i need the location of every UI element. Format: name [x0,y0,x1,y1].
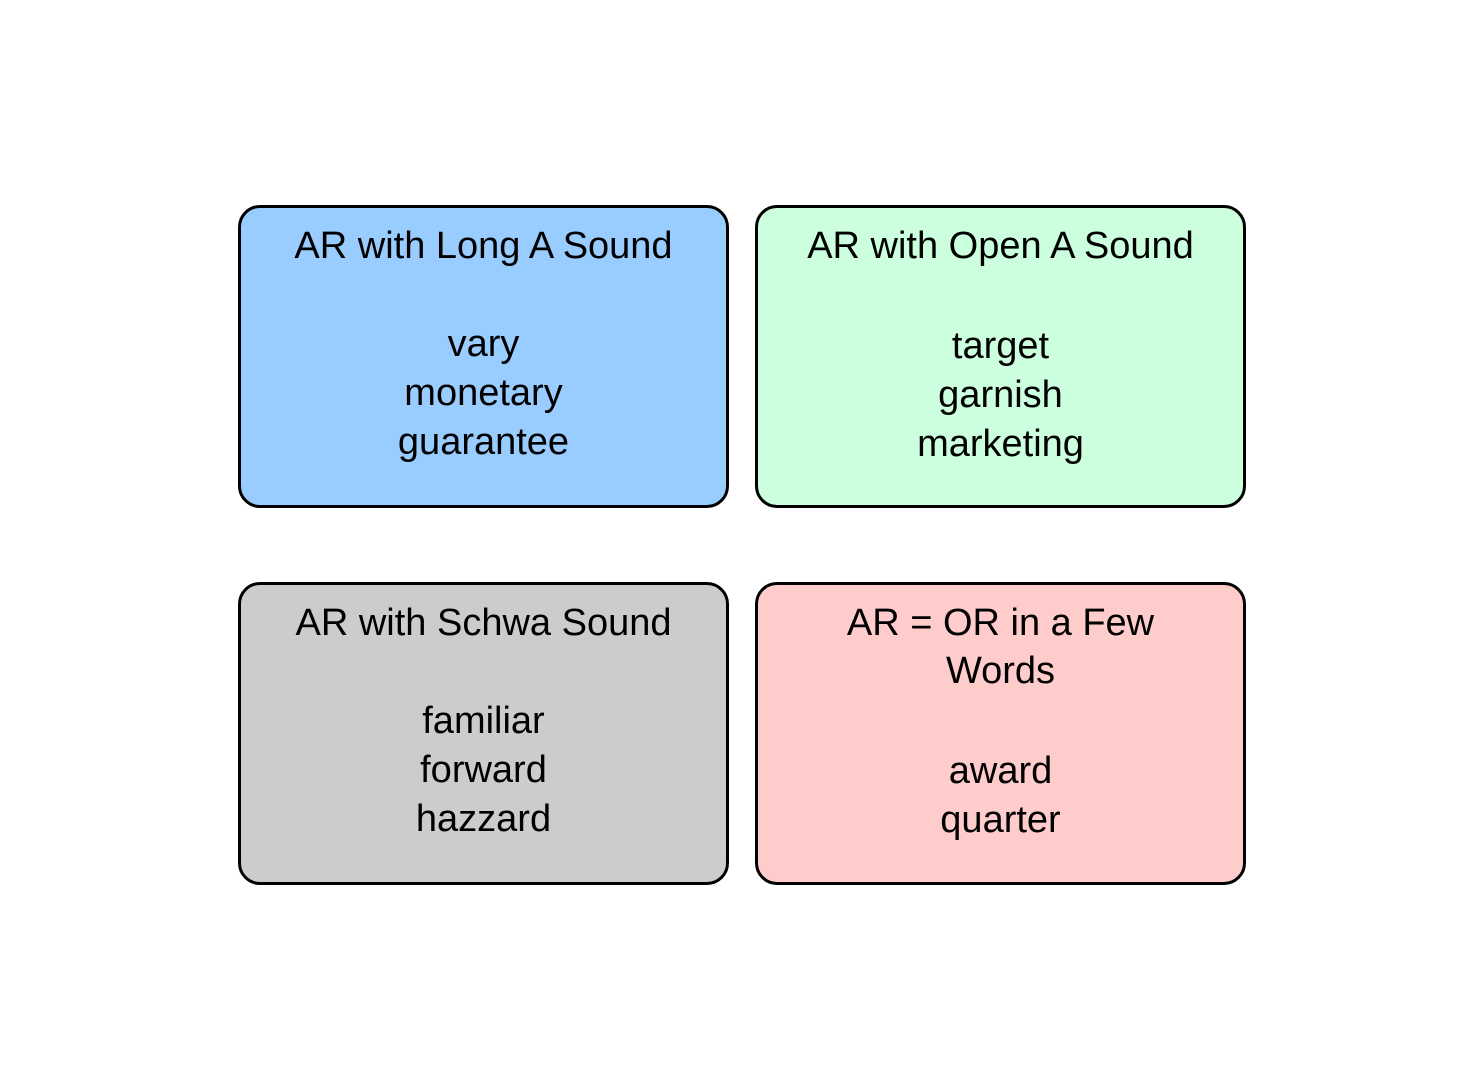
card-title: AR with Open A Sound [807,225,1194,267]
category-card-open-a-sound[interactable]: AR with Open A Sound target garnish mark… [755,205,1246,508]
card-word: marketing [917,423,1084,465]
card-word: monetary [404,372,563,414]
card-title: AR with Long A Sound [294,225,673,267]
card-title: AR = OR in a Few Words [846,602,1155,692]
category-card-schwa-sound[interactable]: AR with Schwa Sound familiar forward haz… [238,582,729,885]
card-word: quarter [940,799,1061,841]
card-word: target [951,325,1050,367]
card-word: vary [447,323,520,365]
card-word: familiar [422,700,545,742]
card-title: AR with Schwa Sound [295,602,672,644]
card-word-list: vary monetary guarantee [398,320,569,467]
card-word: guarantee [397,421,570,463]
card-word-list: familiar forward hazzard [416,697,551,844]
card-word-list: target garnish marketing [917,322,1084,469]
category-card-ar-equals-or[interactable]: AR = OR in a Few Words award quarter [755,582,1246,885]
card-word: garnish [938,374,1063,416]
card-word: hazzard [415,798,552,840]
card-word: forward [420,749,547,791]
card-word: award [948,750,1053,792]
category-card-long-a-sound[interactable]: AR with Long A Sound vary monetary guara… [238,205,729,508]
card-word-list: award quarter [940,747,1060,845]
